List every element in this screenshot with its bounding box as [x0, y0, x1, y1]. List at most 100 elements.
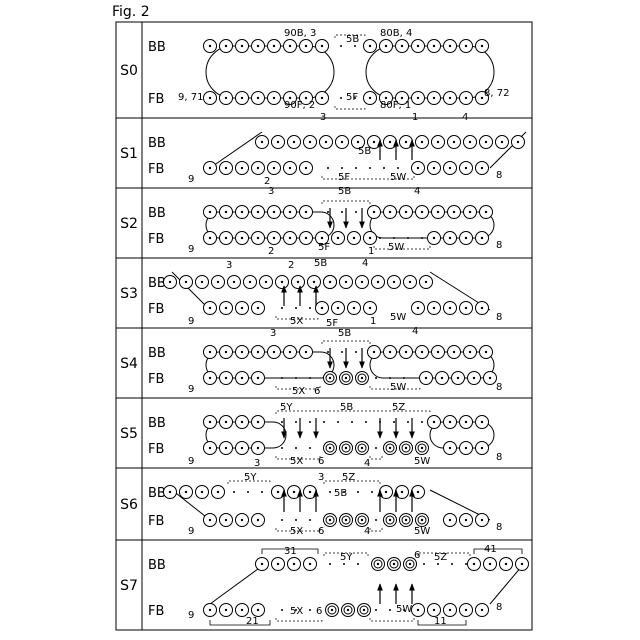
needle-center — [361, 281, 363, 283]
needle-center — [225, 211, 227, 213]
empty-needle — [421, 237, 423, 239]
needle-center — [425, 377, 427, 379]
needle-center — [241, 237, 243, 239]
empty-needle — [323, 421, 325, 423]
reference-label: 8 — [496, 170, 502, 181]
reference-label: 3 — [318, 472, 324, 483]
needle-center — [385, 45, 387, 47]
empty-needle — [341, 211, 343, 213]
reference-label: 21 — [246, 616, 259, 627]
reference-label: 5B — [338, 186, 351, 197]
needle-center — [465, 421, 467, 423]
needle-center — [241, 609, 243, 611]
empty-needle — [393, 421, 395, 423]
empty-needle — [421, 421, 423, 423]
needle-center — [225, 377, 227, 379]
front-bed-label: FB — [148, 92, 164, 107]
needle-center — [277, 141, 279, 143]
empty-needle — [357, 563, 359, 565]
needle-center — [225, 421, 227, 423]
reference-label: 1 — [370, 316, 376, 327]
step-s7: S7BBFB315Y65Z419215X65W118 — [120, 544, 528, 627]
reference-label: 5B — [334, 488, 347, 499]
needle-center — [345, 519, 347, 521]
needle-center — [389, 447, 391, 449]
needle-center — [337, 307, 339, 309]
empty-section-bracket — [370, 618, 414, 621]
empty-needle — [327, 211, 329, 213]
needle-center — [241, 519, 243, 521]
needle-center — [209, 351, 211, 353]
reference-label: 6 — [414, 550, 420, 561]
needle-center — [261, 563, 263, 565]
needle-center — [293, 491, 295, 493]
needle-center — [369, 307, 371, 309]
reference-label: 5B — [340, 402, 353, 413]
needle-center — [469, 351, 471, 353]
needle-center — [361, 377, 363, 379]
needle-center — [241, 167, 243, 169]
needle-center — [241, 447, 243, 449]
needle-center — [517, 141, 519, 143]
reference-label: 5X — [290, 606, 303, 617]
needle-center — [257, 307, 259, 309]
fabric-connection — [210, 566, 262, 604]
needle-center — [421, 447, 423, 449]
needle-center — [405, 351, 407, 353]
needle-center — [361, 447, 363, 449]
needle-center — [209, 307, 211, 309]
needle-center — [433, 237, 435, 239]
needle-center — [209, 45, 211, 47]
step-label: S6 — [120, 497, 138, 513]
needle-center — [273, 237, 275, 239]
needle-center — [481, 307, 483, 309]
reference-label: 6 — [314, 386, 320, 397]
needle-center — [421, 211, 423, 213]
back-bed-label: BB — [148, 416, 166, 431]
reference-label: 5X — [292, 386, 305, 397]
needle-center — [481, 609, 483, 611]
needle-center — [209, 97, 211, 99]
needle-center — [481, 519, 483, 521]
needle-center — [209, 237, 211, 239]
step-s1: S1BBFB3145B925F5W8 — [120, 112, 526, 187]
empty-needle — [247, 491, 249, 493]
needle-center — [481, 447, 483, 449]
needle-center — [401, 45, 403, 47]
needle-center — [521, 563, 523, 565]
empty-needle — [375, 519, 377, 521]
needle-center — [225, 167, 227, 169]
reference-label: 5W — [388, 242, 404, 253]
needle-center — [169, 491, 171, 493]
needle-center — [373, 141, 375, 143]
needle-center — [281, 281, 283, 283]
step-label: S0 — [120, 63, 138, 79]
needle-center — [273, 167, 275, 169]
empty-needle — [309, 447, 311, 449]
needle-center — [433, 97, 435, 99]
empty-needle — [355, 167, 357, 169]
reference-label: 5F — [338, 172, 350, 183]
needle-group-bracket — [474, 549, 522, 554]
needle-center — [369, 237, 371, 239]
needle-center — [465, 609, 467, 611]
needle-center — [469, 141, 471, 143]
needle-center — [401, 491, 403, 493]
empty-needle — [371, 491, 373, 493]
step-label: S7 — [120, 578, 138, 594]
reference-label: 3 — [254, 458, 260, 469]
needle-center — [257, 237, 259, 239]
needle-center — [225, 447, 227, 449]
needle-center — [481, 237, 483, 239]
step-s0: S0BBFB90B, 35B80B, 49, 718, 7290F, 25F80… — [120, 28, 509, 111]
needle-center — [425, 281, 427, 283]
needle-center — [449, 237, 451, 239]
needle-center — [277, 491, 279, 493]
front-bed-label: FB — [148, 232, 164, 247]
front-bed-label: FB — [148, 372, 164, 387]
needle-center — [331, 609, 333, 611]
needle-center — [433, 609, 435, 611]
needle-center — [469, 211, 471, 213]
needle-center — [217, 491, 219, 493]
step-s3: S3BBFB325B495X5F15W8 — [120, 258, 502, 329]
